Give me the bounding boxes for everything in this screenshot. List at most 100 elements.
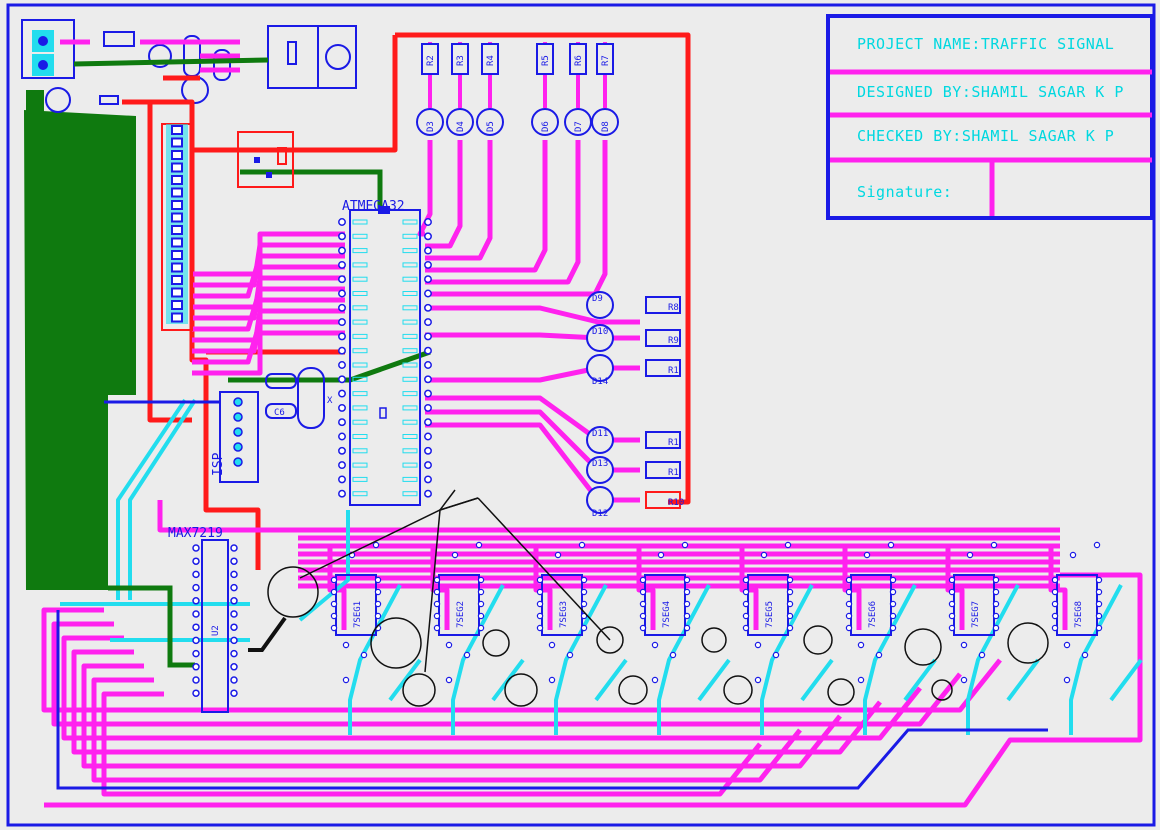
track-cyan-seg — [348, 584, 402, 735]
mcu-pad-right — [402, 491, 418, 497]
header-pin — [171, 162, 183, 173]
seg-pin — [742, 588, 750, 596]
track-mcu-top-led — [425, 140, 548, 273]
track-cyan-1 — [128, 398, 197, 600]
isp-pin — [233, 412, 243, 422]
seg-pin — [536, 588, 544, 596]
via — [1063, 641, 1071, 649]
seg-pin — [948, 588, 956, 596]
track-bottom-loop — [41, 607, 1002, 713]
seg-pin — [477, 624, 485, 632]
mcu-pad-left — [352, 276, 368, 282]
top-led — [531, 108, 559, 136]
top-led — [476, 108, 504, 136]
mcu-pad-right — [402, 276, 418, 282]
mcu-pad-left — [352, 405, 368, 411]
seg-pin — [992, 588, 1000, 596]
seg-pin — [433, 612, 441, 620]
via — [342, 676, 350, 684]
track-cyan-3 — [298, 510, 350, 622]
seg-label: 7SEG2 — [456, 601, 466, 628]
via — [857, 641, 865, 649]
mcu-pad-right — [402, 319, 418, 325]
blue-tracks — [56, 400, 1048, 790]
seg-label: 7SEG1 — [353, 601, 363, 628]
track-mcu-top-led — [425, 140, 608, 297]
top-led-label: D6 — [541, 121, 551, 132]
seg-pin — [992, 612, 1000, 620]
track-mcu-left — [192, 286, 345, 332]
mcu-pin-left — [338, 289, 346, 298]
via — [960, 641, 968, 649]
track-mcu-left — [192, 330, 345, 376]
mcu-pad-left — [352, 491, 368, 497]
isp-header: ISP — [211, 391, 259, 483]
header-pin — [171, 187, 183, 198]
checked-by: CHECKED BY:SHAMIL SAGAR K P — [857, 127, 1114, 145]
right-resistor — [645, 329, 681, 347]
crystal-label: X — [327, 396, 333, 406]
top-led-label: D7 — [574, 121, 584, 132]
track-mcu-right-led — [425, 332, 640, 341]
top-led-label: D4 — [456, 121, 466, 132]
via — [978, 651, 986, 659]
max-pin-right — [230, 636, 238, 645]
top-resistor — [569, 43, 587, 75]
seg-pin — [948, 576, 956, 584]
seg-pin — [1051, 624, 1059, 632]
track-mcu-right-led — [425, 409, 640, 473]
track-mcu-top-led — [425, 140, 493, 261]
seg-label: 7SEG4 — [662, 601, 672, 628]
mcu-pad-left — [352, 262, 368, 268]
seg-pin — [742, 576, 750, 584]
mcu-pad-right — [402, 376, 418, 382]
mcu-pad-right — [402, 219, 418, 225]
right-led — [586, 354, 614, 382]
seg-pin — [330, 576, 338, 584]
mcu-pad-left — [352, 348, 368, 354]
seg-pin — [786, 576, 794, 584]
right-led-label: D12 — [592, 509, 608, 519]
right-led-label: D13 — [592, 459, 608, 469]
mcu-pad-left — [352, 319, 368, 325]
top-resistor-label: R5 — [541, 55, 551, 66]
top-led-label: D5 — [486, 121, 496, 132]
project-name: PROJECT NAME:TRAFFIC SIGNAL — [857, 35, 1114, 53]
seg-pin — [639, 588, 647, 596]
track-cyan-seg — [760, 584, 814, 735]
track-gnd-mid — [240, 169, 383, 210]
seg-pin — [742, 624, 750, 632]
drc-circle — [504, 673, 538, 707]
top-resistor-label: R4 — [486, 55, 496, 66]
mcu-pad-left — [352, 376, 368, 382]
mcu-pin-right — [424, 318, 432, 327]
drc-line — [439, 489, 456, 511]
mcu-pad-right — [402, 462, 418, 468]
power-rail-left-2 — [147, 102, 192, 423]
track-mcu-top-led — [425, 140, 581, 285]
right-led-label: D11 — [592, 429, 608, 439]
max-pin-right — [230, 570, 238, 579]
track-cyan-seg-2 — [1006, 658, 1040, 702]
seg-pin — [1095, 588, 1103, 596]
track-bottom-loop — [101, 691, 762, 797]
right-led — [586, 426, 614, 454]
drc-circle — [904, 628, 942, 666]
seg-pin — [580, 612, 588, 620]
seg-pin — [536, 624, 544, 632]
right-resistor — [645, 431, 681, 449]
mcu-pin-left — [338, 218, 346, 226]
isp-pin — [233, 442, 243, 452]
via — [760, 551, 768, 559]
max-pin-left — [192, 649, 200, 658]
via — [966, 551, 974, 559]
via — [445, 676, 453, 684]
track-bus-left — [157, 500, 298, 533]
mcu-pin-right — [424, 432, 432, 441]
via — [342, 641, 350, 649]
mcu-pad-right — [402, 419, 418, 425]
header-pin — [171, 150, 183, 160]
track-mcu-left — [192, 319, 345, 365]
board-outline — [6, 3, 1156, 827]
